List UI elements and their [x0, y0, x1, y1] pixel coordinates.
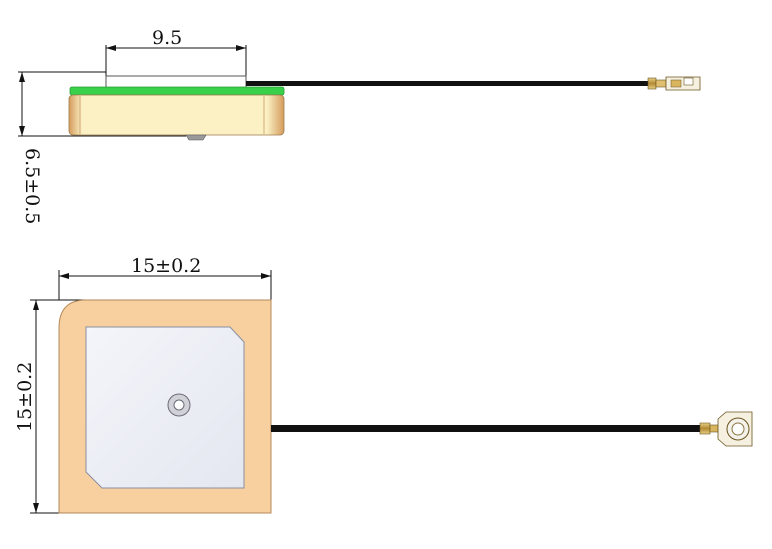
dim-top-width: 9.5 [105, 27, 247, 77]
pcb-layer [69, 86, 285, 96]
feed-point [167, 393, 191, 417]
top-view: 15±0.2 15±0.2 [14, 255, 753, 514]
silver-patch [85, 326, 245, 489]
dim-side-height-label: 6.5±0.5 [21, 148, 43, 224]
dim-bottom-height-label: 15±0.2 [14, 362, 36, 432]
dim-bottom-width-label: 15±0.2 [131, 255, 201, 277]
dim-side-height: 6.5±0.5 [18, 71, 186, 224]
cable-side [246, 81, 648, 86]
feed-pin [185, 134, 207, 141]
cable-top [271, 425, 703, 432]
patch-element-side [105, 75, 247, 89]
connector-top [699, 411, 753, 447]
ceramic-block-side [68, 94, 285, 136]
side-view: 9.5 6.5±0.5 [18, 27, 701, 224]
dim-bottom-height: 15±0.2 [14, 299, 86, 514]
connector-side [647, 76, 701, 91]
dim-top-width-label: 9.5 [152, 27, 182, 49]
dim-bottom-width: 15±0.2 [58, 255, 272, 300]
